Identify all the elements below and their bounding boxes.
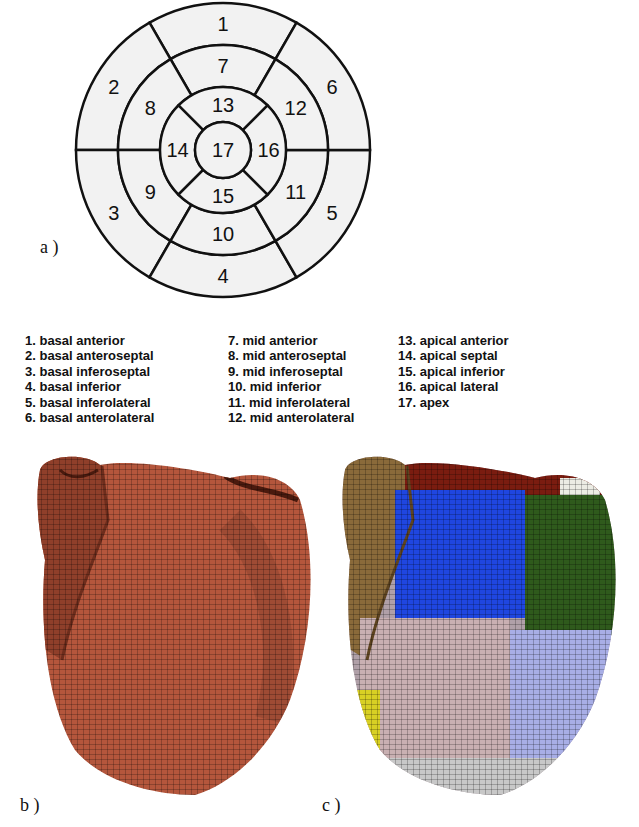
segmented-heart-render [335, 450, 637, 803]
segment-number: 10 [212, 224, 234, 244]
legend-item: 8. mid anteroseptal [228, 349, 346, 364]
legend-item: 2. basal anteroseptal [25, 349, 154, 364]
legend-item: 6. basal anterolateral [25, 411, 154, 426]
legend-item: 1. basal anterior [25, 334, 125, 349]
segment-number: 9 [145, 182, 156, 202]
bullseye-plot [76, 3, 370, 297]
panel-label: b ) [20, 796, 40, 814]
legend-item: 9. mid inferoseptal [228, 365, 343, 380]
segment-number: 3 [108, 203, 119, 223]
segment-number: 5 [327, 203, 338, 223]
segment-number: 4 [217, 266, 228, 286]
heart-render [30, 450, 320, 800]
legend-item: 5. basal inferolateral [25, 396, 151, 411]
segment-number: 2 [108, 77, 119, 97]
panel-label: c ) [322, 796, 340, 814]
segment-number: 17 [212, 140, 234, 160]
apex-segment [195, 122, 251, 178]
segment-number: 11 [285, 182, 306, 202]
legend-item: 3. basal inferoseptal [25, 365, 150, 380]
segment-number: 1 [217, 14, 228, 34]
legend-item: 12. mid anterolateral [228, 411, 354, 426]
segment-number: 8 [145, 98, 156, 118]
segment-number: 16 [257, 140, 279, 160]
legend-item: 4. basal inferior [25, 380, 121, 395]
segment-number: 14 [166, 140, 188, 160]
segment-number: 12 [285, 98, 307, 118]
panel-label: a ) [40, 238, 58, 256]
legend-item: 17. apex [398, 396, 449, 411]
segment-number: 6 [327, 77, 338, 97]
legend-item: 10. mid inferior [228, 380, 321, 395]
segment-number: 15 [212, 186, 234, 206]
legend-item: 16. apical lateral [398, 380, 498, 395]
legend-item: 11. mid inferolateral [228, 396, 350, 411]
legend-item: 15. apical inferior [398, 365, 505, 380]
legend-item: 14. apical septal [398, 349, 498, 364]
legend-item: 13. apical anterior [398, 334, 509, 349]
segment-number: 13 [212, 95, 234, 115]
segment-number: 7 [217, 56, 228, 76]
legend-item: 7. mid anterior [228, 334, 318, 349]
